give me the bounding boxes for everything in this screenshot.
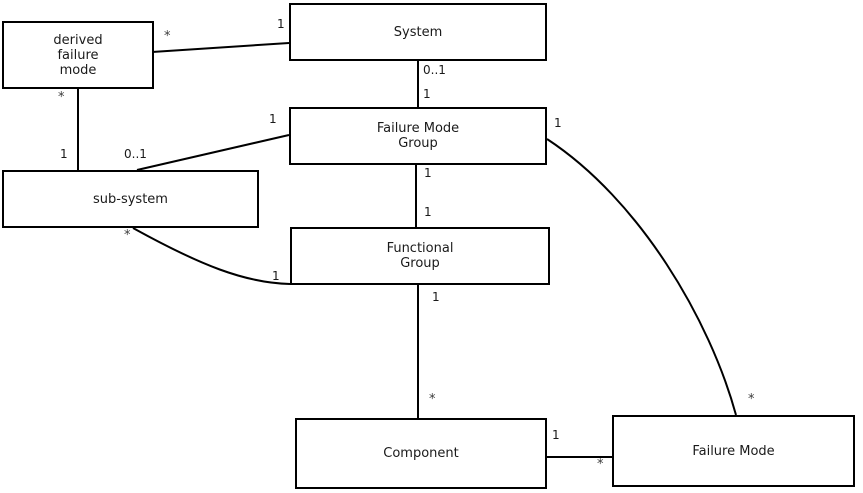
- association-sub-system--functional-group: [132, 227, 291, 285]
- multiplicity-label-m-fmg-fm-one: 1: [554, 116, 562, 130]
- multiplicity-label-m-subsystem-fg-star: *: [124, 228, 131, 243]
- multiplicity-label-m-fm-component-star: *: [597, 457, 604, 472]
- class-box-functional-group[interactable]: Functional Group: [290, 227, 550, 285]
- multiplicity-label-m-fg-component-one: 1: [432, 290, 440, 304]
- association-sub-system--failure-mode-group: [136, 134, 290, 171]
- multiplicity-label-m-system-dfm-one: 1: [277, 17, 285, 31]
- multiplicity-label-m-subsystem-fmg-zero-one: 0..1: [124, 147, 147, 161]
- class-label-component: Component: [383, 446, 459, 461]
- multiplicity-label-m-fmg-fg-one: 1: [424, 166, 432, 180]
- class-label-derived-failure-mode: derived failure mode: [53, 32, 103, 78]
- multiplicity-label-m-fm-fmg-star: *: [748, 392, 755, 407]
- multiplicity-label-m-fmg-subsystem-one: 1: [269, 112, 277, 126]
- multiplicity-label-m-fg-subsystem-one: 1: [272, 269, 280, 283]
- class-box-sub-system[interactable]: sub-system: [2, 170, 259, 228]
- class-label-sub-system: sub-system: [93, 191, 168, 207]
- association-derived-failure-mode--system: [151, 42, 290, 53]
- class-box-failure-mode-group[interactable]: Failure Mode Group: [289, 107, 547, 165]
- association-failure-mode-group--failure-mode: [546, 138, 737, 416]
- class-label-failure-mode-group: Failure Mode Group: [376, 121, 460, 151]
- multiplicity-label-m-subsystem-dfm-one: 1: [60, 147, 68, 161]
- multiplicity-label-m-component-fm-one: 1: [552, 428, 560, 442]
- multiplicity-label-m-fmg-system-one: 1: [423, 87, 431, 101]
- multiplicity-label-m-system-fmg-zero-one: 0..1: [423, 63, 446, 77]
- multiplicity-label-m-fg-fmg-one: 1: [424, 205, 432, 219]
- multiplicity-label-m-dfm-subsystem-star: *: [58, 90, 65, 105]
- class-box-derived-failure-mode[interactable]: derived failure mode: [2, 21, 154, 89]
- multiplicity-label-m-dfm-system-star: *: [164, 29, 171, 44]
- class-label-failure-mode: Failure Mode: [692, 443, 775, 459]
- class-label-functional-group: Functional Group: [386, 241, 454, 271]
- multiplicity-label-m-component-fg-star: *: [429, 392, 436, 407]
- class-box-system[interactable]: System: [289, 3, 547, 61]
- class-box-failure-mode[interactable]: Failure Mode: [612, 415, 855, 487]
- class-label-system: System: [393, 24, 443, 40]
- class-box-component[interactable]: Component: [295, 418, 547, 489]
